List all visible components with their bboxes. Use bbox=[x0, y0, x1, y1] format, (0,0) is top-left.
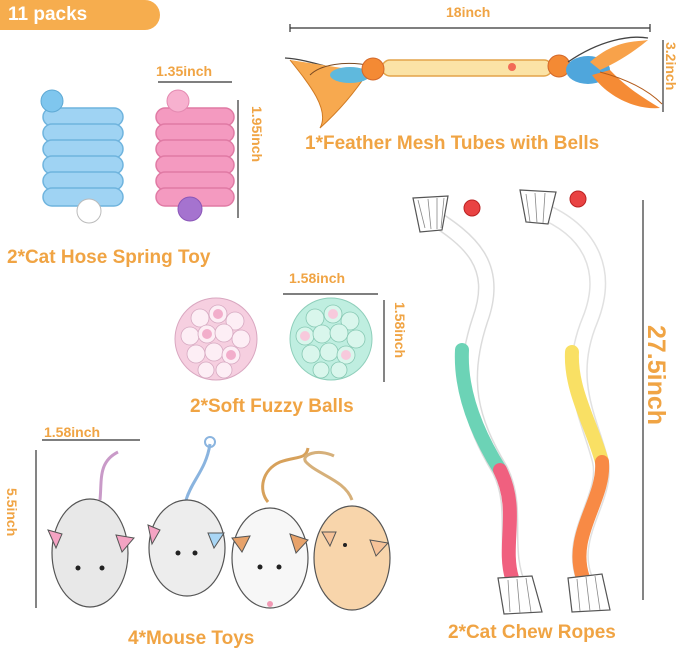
mouse-width-label: 1.58inch bbox=[44, 424, 101, 440]
ball-height-label: 1.58inch bbox=[392, 302, 408, 359]
pack-count-badge: 11 packs bbox=[0, 0, 160, 30]
ball-product-label: 2*Soft Fuzzy Balls bbox=[190, 396, 354, 417]
mesh-tube bbox=[381, 59, 553, 77]
mouse-toys-illustration bbox=[35, 436, 391, 611]
pink-fuzzy-ball bbox=[174, 297, 258, 381]
mouse-product-label: 4*Mouse Toys bbox=[128, 628, 255, 649]
teal-fuzzy-ball bbox=[289, 297, 373, 381]
spring-width-label: 1.35inch bbox=[156, 63, 213, 79]
fuzzy-balls-illustration bbox=[174, 293, 385, 382]
pack-count-text: 11 packs bbox=[8, 4, 88, 25]
feather-width-label: 18inch bbox=[446, 4, 491, 20]
feather-height-label: 3.2inch bbox=[663, 42, 679, 91]
chew-ropes-illustration bbox=[412, 189, 644, 615]
rope-product-label: 2*Cat Chew Ropes bbox=[448, 622, 616, 643]
spring-height-label: 1.95inch bbox=[249, 106, 265, 163]
mouse-height-label: 5.5inch bbox=[4, 488, 20, 537]
rope-height-label: 27.5inch bbox=[642, 325, 670, 426]
feather-product-label: 1*Feather Mesh Tubes with Bells bbox=[305, 133, 600, 154]
ball-width-label: 1.58inch bbox=[289, 270, 346, 286]
feather-wand-illustration bbox=[284, 24, 664, 129]
spring-toys-illustration bbox=[40, 81, 239, 224]
spring-product-label: 2*Cat Hose Spring Toy bbox=[7, 247, 211, 268]
